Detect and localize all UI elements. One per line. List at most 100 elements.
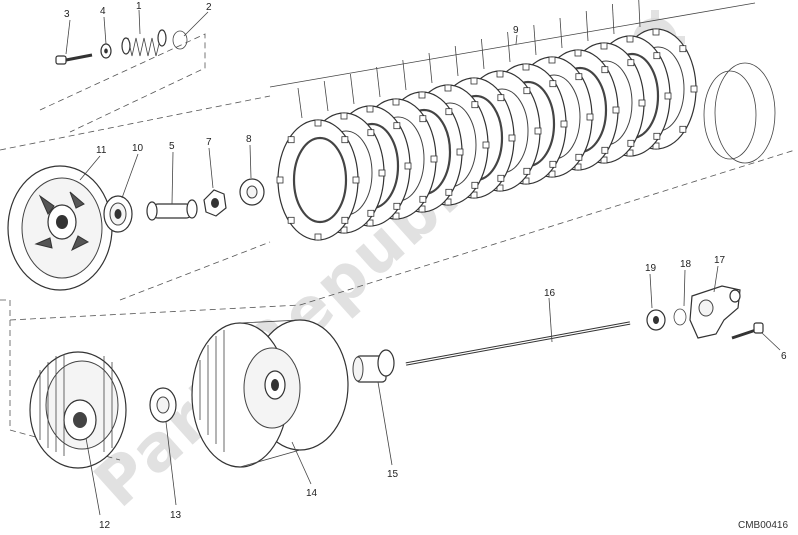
clutch-disc-leader [350,73,355,105]
clutch-disc-tab [679,125,687,133]
clutch-disc-leader [507,31,511,63]
clutch-disc-tab [378,169,386,177]
o-ring-18 [673,308,687,326]
clutch-disc-leader [533,24,537,56]
circlip-2 [172,30,188,50]
clutch-disc-leader [481,38,485,70]
clutch-disc-tab [627,139,635,147]
leader-lines [65,9,781,516]
callout-11: 11 [96,145,107,156]
callout-5: 5 [169,141,175,152]
clutch-disc-tab [638,99,646,107]
callout-bracket-9 [269,2,756,88]
clutch-disc-tab [352,176,360,184]
clutch-disc-tab [626,35,634,43]
clutch-disc-tab [456,148,464,156]
slave-cylinder-17 [689,285,741,339]
callout-12: 12 [99,520,111,531]
clutch-disc-bore [292,136,348,224]
clutch-disc-tab [287,216,295,224]
clutch-disc-leader [559,17,563,49]
clutch-disc-tab [482,141,490,149]
clutch-disc-tab [404,162,412,170]
clutch-disc-leader [376,66,381,98]
clutch-disc-tab [445,188,453,196]
clutch-disc-tab [392,98,400,106]
clutch-hub-12 [29,351,127,469]
clutch-disc-leader [297,87,303,119]
clutch-disc-tab [393,202,401,210]
clutch-disc-tab [548,56,556,64]
clutch-disc-tab [586,113,594,121]
clutch-disc-tab [522,63,530,71]
clutch-disc-leader [612,3,615,35]
clutch-disc-tab [523,87,531,95]
push-rod-16 [405,321,631,366]
clutch-disc-tab [653,132,661,140]
clutch-disc-tab [367,209,375,217]
callout-1: 1 [136,1,142,12]
clutch-disc-tab [314,233,322,241]
clutch-disc-tab [367,129,375,137]
sleeve-15 [352,349,395,383]
lock-washer-8 [239,178,265,206]
clutch-disc-tab [340,112,348,120]
callout-7: 7 [206,137,212,148]
clutch-disc-tab [549,160,557,168]
clutch-disc-tab [664,92,672,100]
bolt-6 [731,322,764,340]
clutch-disc-tab [612,106,620,114]
callout-10: 10 [132,143,144,154]
clutch-disc-tab [496,70,504,78]
clutch-disc-tab [444,84,452,92]
clutch-disc-tab [341,136,349,144]
clutch-disc-tab [470,77,478,85]
callout-17: 17 [714,255,726,266]
o-rings [703,62,776,164]
clutch-disc-tab [690,85,698,93]
clutch-disc-tab [534,127,542,135]
clutch-disc-tab [508,134,516,142]
clutch-disc-tab [627,59,635,67]
callout-4: 4 [100,6,106,17]
clutch-disc-tab [430,155,438,163]
callout-9: 9 [513,25,519,36]
clutch-disc-tab [393,122,401,130]
clutch-disc-leader [428,52,433,84]
clutch-disc-tab [418,91,426,99]
pressure-plate-11 [7,165,113,291]
callout-6: 6 [781,351,787,362]
clutch-disc-tab [560,120,568,128]
clutch-disc-tab [679,45,687,53]
spring-1 [121,29,167,57]
diagram-code: CMB00416 [738,520,788,531]
clutch-disc-tab [652,28,660,36]
clutch-disc-tab [653,52,661,60]
callout-19: 19 [645,263,657,274]
clutch-disc-tab [575,153,583,161]
callout-8: 8 [246,134,252,145]
bearing-10 [103,195,133,233]
clutch-disc-leader [585,10,589,42]
callout-18: 18 [680,259,692,270]
clutch-disc-tab [276,176,284,184]
clutch-disc-tab [471,181,479,189]
screw-3 [55,53,93,65]
clutch-disc-tab [497,94,505,102]
callout-15: 15 [387,469,399,480]
clutch-disc-tab [341,216,349,224]
clutch-disc-tab [600,42,608,50]
clutch-disc-tab [497,174,505,182]
clutch-disc-tab [445,108,453,116]
callout-13: 13 [170,510,182,521]
clutch-disc-tab [366,105,374,113]
thrust-washer-13 [149,387,177,423]
clutch-disc-leader [323,80,329,112]
clutch-disc-tab [419,115,427,123]
clutch-disc-tab [601,66,609,74]
clutch-disc-tab [419,195,427,203]
nut-7 [203,189,227,217]
clutch-disc-tab [575,73,583,81]
clutch-disc-tab [523,167,531,175]
